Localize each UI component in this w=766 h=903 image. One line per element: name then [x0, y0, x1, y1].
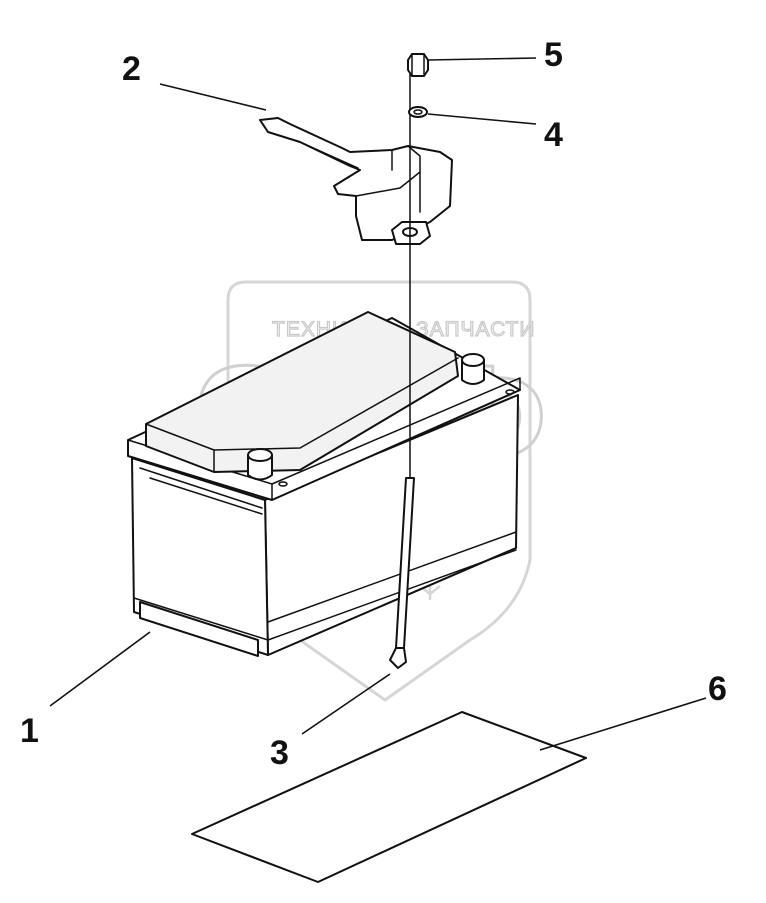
- part-5-nut: [407, 53, 429, 77]
- part-4-washer: [408, 106, 428, 118]
- battery-terminal-left: [247, 448, 273, 481]
- part-3-hook-rod: [389, 73, 415, 669]
- leader-1: [49, 631, 151, 707]
- callout-1: 1: [20, 712, 39, 750]
- part-6-battery-pad: [191, 711, 587, 883]
- leader-lines: [49, 57, 707, 751]
- callout-2: 2: [122, 50, 141, 88]
- callout-3: 3: [270, 734, 289, 772]
- leader-2: [159, 83, 267, 111]
- callout-6: 6: [708, 670, 727, 708]
- callout-5: 5: [544, 36, 563, 74]
- callout-4: 4: [544, 116, 563, 154]
- part-1-battery: [127, 311, 521, 657]
- leader-3: [301, 673, 391, 735]
- leader-5: [427, 57, 537, 61]
- leader-6: [539, 697, 707, 751]
- part-2-hold-down-bracket: [259, 117, 453, 245]
- watermark-right-text: ЗАПЧАСТИ: [416, 318, 535, 341]
- battery-terminal-right: [461, 353, 485, 385]
- leader-4: [427, 113, 537, 125]
